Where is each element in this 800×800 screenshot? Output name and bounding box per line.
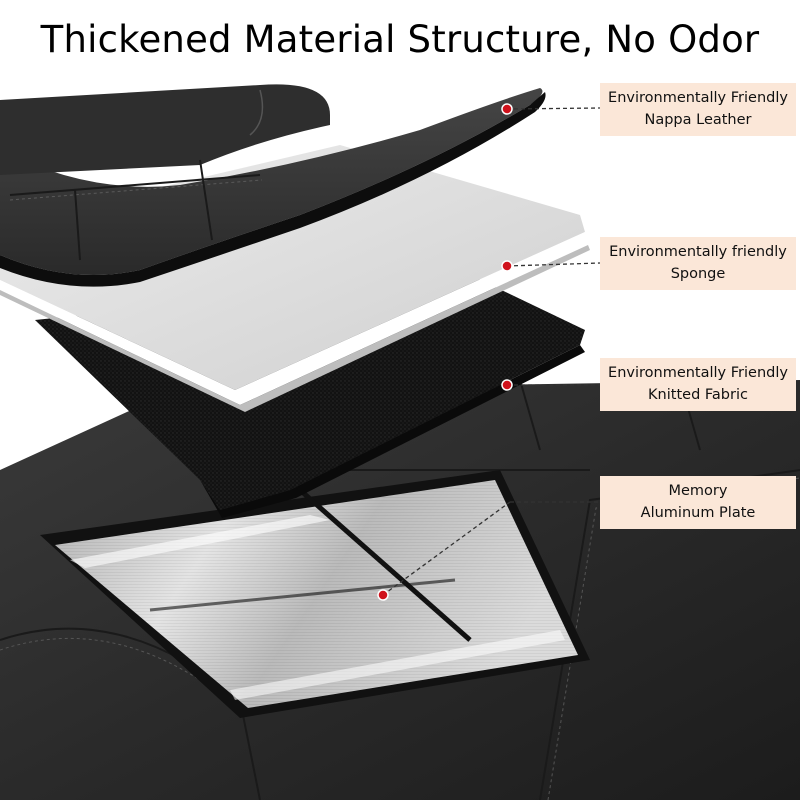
label-sponge-line2: Sponge [670, 266, 726, 282]
label-nappa-leather-line1: Environmentally Friendly [608, 90, 788, 106]
marker-aluminum-plate [377, 589, 389, 601]
layer-markers [377, 103, 513, 601]
label-nappa-leather: Environmentally Friendly Nappa Leather [600, 83, 796, 136]
label-knitted-fabric: Environmentally Friendly Knitted Fabric [600, 358, 796, 411]
label-knitted-fabric-line1: Environmentally Friendly [608, 365, 788, 381]
label-sponge-line1: Environmentally friendly [609, 244, 787, 260]
label-aluminum-plate-line1: Memory [668, 483, 728, 499]
aluminum-plate [40, 470, 590, 718]
page-title: Thickened Material Structure, No Odor [40, 18, 760, 61]
label-aluminum-plate-line2: Aluminum Plate [640, 505, 756, 521]
leader-lines [382, 107, 601, 596]
marker-nappa-leather [501, 103, 513, 115]
marker-sponge [501, 260, 513, 272]
nappa-leather-layer [0, 84, 546, 287]
label-sponge: Environmentally friendly Sponge [600, 237, 796, 290]
label-nappa-leather-line2: Nappa Leather [644, 112, 752, 128]
marker-knitted-fabric [501, 379, 513, 391]
label-knitted-fabric-line2: Knitted Fabric [648, 387, 748, 403]
label-aluminum-plate: Memory Aluminum Plate [600, 476, 796, 529]
